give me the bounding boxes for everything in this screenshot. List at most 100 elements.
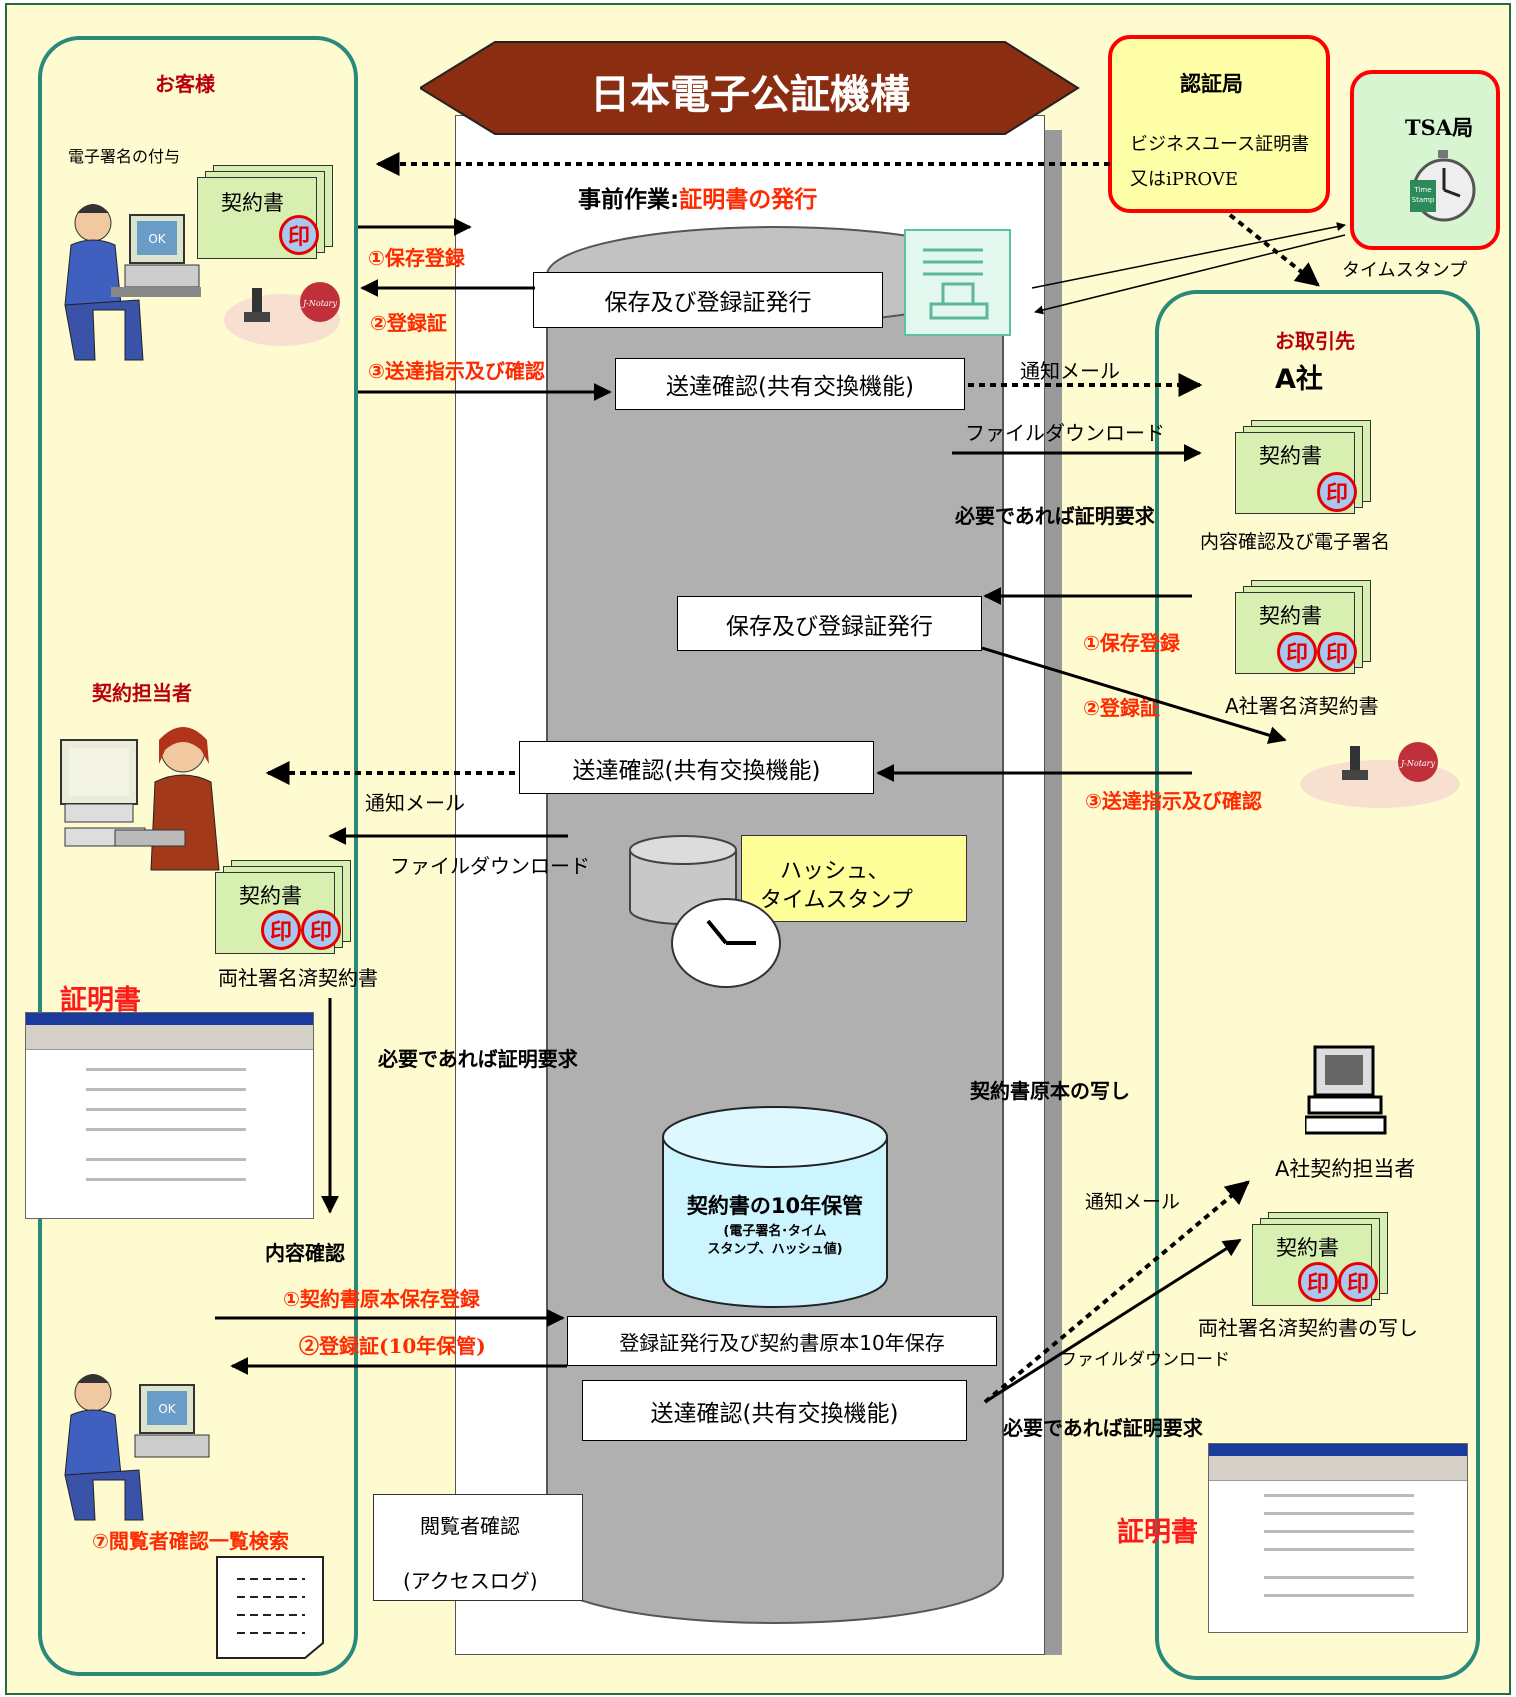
partner-staff-computer-icon — [1305, 1045, 1387, 1135]
partner-content-sign: 内容確認及び電子署名 — [1200, 531, 1391, 553]
seal-icon: 印 — [279, 215, 319, 255]
contract-staff-download: ファイルダウンロード — [390, 854, 590, 878]
tsa-title: TSA局 — [1405, 115, 1474, 140]
pre-work-text: 事前作業: — [578, 187, 680, 213]
customer-step-3: ③送達指示及び確認 — [368, 359, 545, 383]
storage-sub-1: (電子署名･タイム — [723, 1224, 827, 1239]
seal-icon: 印 — [1338, 1262, 1378, 1302]
cert-needed-left: 必要であれば証明要求 — [378, 1047, 578, 1071]
partner-contract-doc: 契約書 印 — [1235, 420, 1380, 515]
bottom-step-1: ①契約書原本保存登録 — [283, 1287, 480, 1311]
contract-staff-both-signed: 両社署名済契約書 — [218, 966, 378, 990]
partner-signed-label: A社署名済契約書 — [1225, 694, 1379, 718]
partner-both-copy-label: 両社署名済契約書の写し — [1198, 1316, 1418, 1340]
issue-box-1: 保存及び登録証発行 — [533, 272, 883, 328]
hash-label-2: タイムスタンプ — [760, 888, 913, 913]
certificate-label-left: 証明書 — [60, 985, 141, 1016]
viewer-log-label: (アクセスログ) — [403, 1569, 538, 1593]
partner-download2-label: ファイルダウンロード — [1060, 1350, 1230, 1370]
delivery-box-2: 送達確認(共有交換機能) — [519, 741, 874, 794]
storage-cylinder — [662, 1106, 888, 1308]
pre-work-highlight: 証明書の発行 — [679, 187, 818, 213]
stamp-icon-text-1: Time — [1413, 186, 1431, 194]
pre-work-label: 事前作業:証明書の発行 — [578, 180, 817, 214]
partner-cert-needed: 必要であれば証明要求 — [955, 504, 1155, 528]
certificate-screenshot-right — [1208, 1443, 1468, 1633]
partner-signed-contract-doc: 契約書 印 印 — [1235, 580, 1380, 675]
registration-box: 登録証発行及び契約書原本10年保存 — [567, 1316, 997, 1366]
contract-staff-contract-label: 契約書 — [239, 884, 302, 908]
partner-copy-contract-doc: 契約書 印 印 — [1252, 1212, 1397, 1307]
tsa-box — [1350, 70, 1500, 250]
partner-download-label: ファイルダウンロード — [965, 421, 1165, 445]
contract-staff-title: 契約担当者 — [92, 681, 192, 705]
partner-copy-contract-label: 契約書 — [1276, 1236, 1339, 1260]
svg-text:OK: OK — [148, 232, 166, 246]
certificate-label-right: 証明書 — [1117, 1517, 1198, 1548]
seal-icon: 印 — [1317, 472, 1357, 512]
stamp-icon-text-2: Stamp — [1412, 196, 1435, 204]
viewer-box — [373, 1494, 583, 1601]
customer-step-2: ②登録証 — [370, 311, 447, 335]
partner-copy-label: 契約書原本の写し — [970, 1079, 1130, 1103]
partner-signed-contract-label: 契約書 — [1259, 604, 1322, 628]
notary-stamp-icon: J-Notary — [224, 282, 340, 346]
viewer-search-label: ⑦閲覧者確認一覧検索 — [92, 1529, 289, 1553]
viewer-check-label: 閲覧者確認 — [420, 1514, 520, 1538]
customer-contract-label: 契約書 — [221, 191, 284, 215]
customer-sign-label: 電子署名の付与 — [68, 147, 181, 166]
ca-line2: 又はiPROVE — [1130, 169, 1238, 190]
bottom-step-2: ②登録証(10年保管) — [299, 1334, 486, 1358]
page-title: 日本電子公証機構 — [590, 72, 910, 118]
stamp-text: J-Notary — [301, 299, 338, 308]
delivery-box-3: 送達確認(共有交換機能) — [582, 1380, 967, 1441]
storage-sub-2: スタンプ、ハッシュ値) — [707, 1242, 843, 1257]
ca-title: 認証局 — [1180, 72, 1243, 96]
clock-icon — [671, 898, 781, 988]
content-check-label: 内容確認 — [265, 1241, 345, 1265]
customer-title: お客様 — [155, 72, 215, 96]
viewer-list-doc-icon — [216, 1556, 324, 1659]
customer-computer-icon: OK — [64, 204, 201, 361]
seal-icon: 印 — [301, 910, 341, 950]
partner-step-2: ②登録証 — [1083, 696, 1160, 720]
svg-text:OK: OK — [158, 1402, 176, 1416]
tsa-timestamp-label: タイムスタンプ — [1342, 260, 1468, 281]
contract-staff-computer-icon — [60, 727, 220, 871]
certificate-screenshot-left — [25, 1012, 314, 1219]
partner-panel — [1155, 290, 1480, 1680]
partner-contract-label: 契約書 — [1259, 444, 1322, 468]
partner-step-1: ①保存登録 — [1083, 631, 1180, 655]
customer-bottom-computer-icon: OK — [64, 1374, 210, 1521]
partner-staff-label: A社契約担当者 — [1275, 1157, 1416, 1181]
hash-box — [741, 835, 967, 922]
customer-step-1: ①保存登録 — [368, 246, 465, 270]
contract-staff-notify: 通知メール — [365, 791, 465, 815]
partner-notify2-label: 通知メール — [1085, 1191, 1181, 1213]
delivery-box-1: 送達確認(共有交換機能) — [615, 358, 965, 410]
issue-box-2: 保存及び登録証発行 — [677, 596, 982, 651]
seal-icon: 印 — [1298, 1262, 1338, 1302]
ca-line1: ビジネスユース証明書 — [1130, 134, 1310, 155]
stopwatch-icon: Time Stamp — [1410, 150, 1476, 222]
notary-stamp-icon: J-Notary — [1300, 742, 1460, 808]
partner-cert-needed2: 必要であれば証明要求 — [1003, 1416, 1203, 1440]
ca-box — [1108, 35, 1330, 213]
registration-document-icon — [904, 229, 1011, 336]
partner-notify-label: 通知メール — [1020, 359, 1120, 383]
storage-title: 契約書の10年保管 — [686, 1194, 864, 1218]
seal-icon: 印 — [261, 910, 301, 950]
partner-step-3: ③送達指示及び確認 — [1085, 789, 1262, 813]
seal-icon: 印 — [1277, 632, 1317, 672]
contract-staff-contract-doc: 契約書 印 印 — [215, 860, 360, 955]
partner-title: お取引先 — [1275, 329, 1355, 353]
hash-label-1: ハッシュ、 — [780, 859, 890, 884]
partner-company: A社 — [1275, 364, 1323, 395]
customer-panel — [38, 36, 358, 1676]
customer-contract-doc: 契約書 印 — [197, 165, 342, 260]
seal-icon: 印 — [1317, 632, 1357, 672]
stamp-text: J-Notary — [1399, 759, 1436, 768]
title-banner — [420, 41, 1080, 135]
